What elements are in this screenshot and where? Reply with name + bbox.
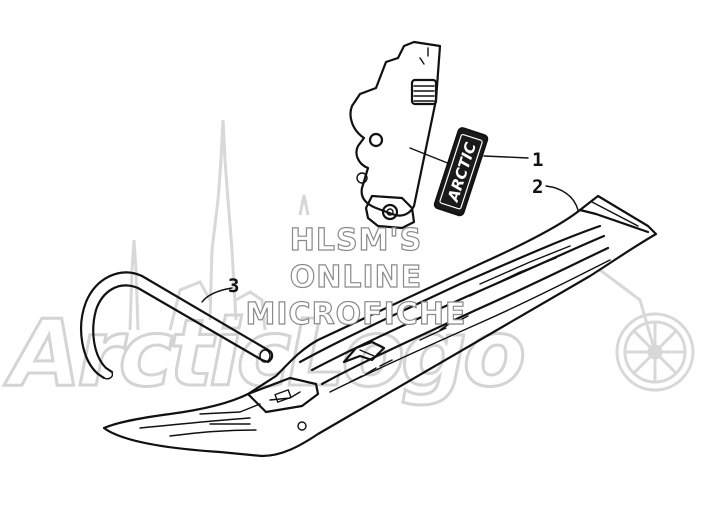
ski-decal-icon: ARCTIC xyxy=(433,127,489,217)
watermark-brand: ArcticLogo xyxy=(3,299,529,409)
leader-lines xyxy=(201,147,579,303)
callout-3: 3 xyxy=(228,275,239,297)
watermark-line-3: MICROFICHE xyxy=(246,297,467,332)
ski-spindle-bracket-icon xyxy=(349,40,442,230)
watermark-line-2: ONLINE xyxy=(290,260,423,295)
snowmobile-ski-icon xyxy=(102,194,658,458)
watermark-text-block: HLSM'S ONLINE MICROFICHE xyxy=(245,222,467,332)
callout-2: 2 xyxy=(532,176,543,198)
watermark-wheel-icon xyxy=(599,268,695,392)
watermark-line-1: HLSM'S xyxy=(290,223,422,258)
ski-loop-handle-icon xyxy=(80,271,274,380)
watermark-brand-text: ArcticLogo xyxy=(4,300,523,407)
callout-1: 1 xyxy=(532,149,543,171)
